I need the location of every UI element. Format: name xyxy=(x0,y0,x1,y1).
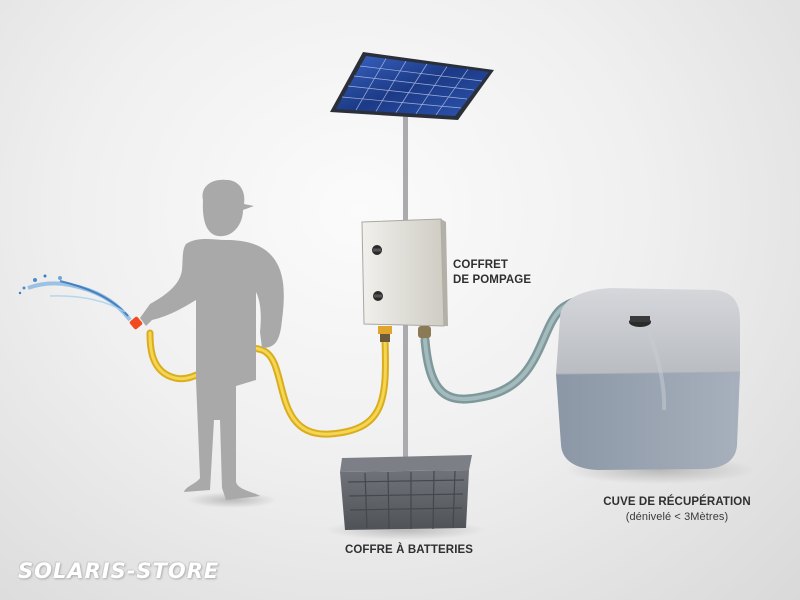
battery-box-label: COFFRE À BATTERIES xyxy=(334,543,484,558)
solar-panel-icon xyxy=(330,52,494,120)
person-silhouette-icon xyxy=(140,179,284,500)
inlet-connector xyxy=(418,326,431,338)
pump-box-label: COFFRET DE POMPAGE xyxy=(453,258,531,288)
water-tank-label: CUVE DE RÉCUPÉRATION (dénivelé < 3Mètres… xyxy=(592,495,762,525)
hose-nozzle xyxy=(129,316,143,330)
outlet-connector xyxy=(378,326,392,334)
battery-box-label-text: COFFRE À BATTERIES xyxy=(344,544,474,556)
switch-icon xyxy=(372,245,382,255)
pump-box-label-line2: DE POMPAGE xyxy=(453,274,532,286)
switch-icon xyxy=(373,291,383,301)
water-tank-label-line1: CUVE DE RÉCUPÉRATION xyxy=(603,496,751,508)
brand-logo: SOLARIS-STORE xyxy=(18,559,220,583)
water-spray-icon xyxy=(18,274,132,322)
water-tank-label-line2: (dénivelé < 3Mètres) xyxy=(625,511,729,523)
water-tank-icon xyxy=(555,288,741,470)
pump-box-label-line1: COFFRET xyxy=(453,259,508,271)
battery-box-icon xyxy=(340,455,472,530)
pump-box-icon xyxy=(361,218,448,342)
garden-hose xyxy=(146,329,389,438)
